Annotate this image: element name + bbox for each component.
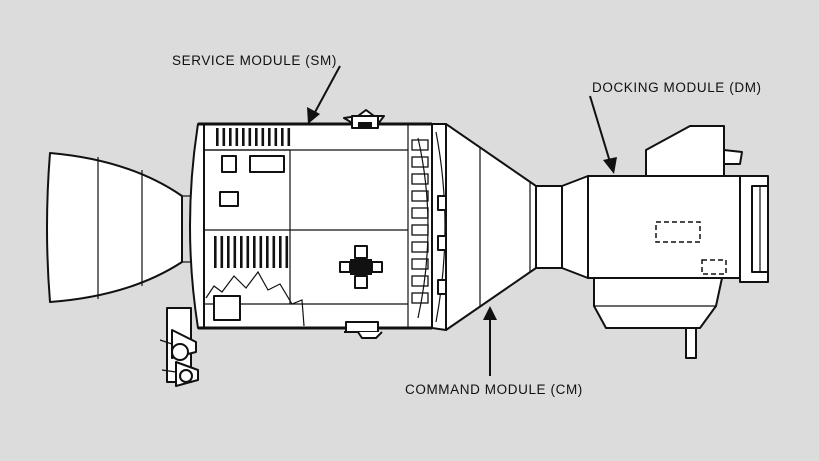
- radiator-fin: [222, 128, 226, 146]
- radiator-fin: [233, 236, 237, 268]
- radiator-fins-upper: [216, 128, 291, 146]
- radiator-fins-right: [411, 139, 429, 304]
- radiator-fin: [268, 128, 271, 146]
- radiator-fin: [248, 128, 252, 146]
- service-module-label: SERVICE MODULE (SM): [172, 53, 337, 68]
- radiator-fin: [240, 236, 243, 268]
- radiator-fin: [261, 128, 265, 146]
- radiator-fin: [235, 128, 239, 146]
- sm-pointer-arrow: [307, 65, 341, 124]
- radiator-fin: [246, 236, 250, 268]
- command-module: [417, 123, 537, 331]
- radiator-panel: [411, 275, 429, 287]
- radiator-fin: [227, 236, 230, 268]
- radiator-panel: [411, 173, 429, 185]
- radiator-panel: [411, 258, 429, 270]
- service-module-body: [189, 122, 433, 330]
- radiator-fin: [229, 128, 232, 146]
- radiator-panel: [411, 190, 429, 202]
- radiator-panel: [411, 156, 429, 168]
- docking-module-label: DOCKING MODULE (DM): [592, 80, 762, 95]
- thruster-assembly: [159, 307, 199, 387]
- radiator-fin: [272, 236, 276, 268]
- cm-pointer-arrow: [483, 306, 497, 376]
- radiator-fin: [279, 236, 282, 268]
- rcs-quad-side: [339, 245, 383, 289]
- rcs-quad-top: [343, 109, 385, 129]
- radiator-fin: [281, 128, 284, 146]
- command-module-label: COMMAND MODULE (CM): [405, 382, 583, 397]
- dm-pointer-arrow: [589, 95, 617, 174]
- radiator-fin: [220, 236, 224, 268]
- radiator-fin: [259, 236, 263, 268]
- radiator-fin: [287, 128, 291, 146]
- radiator-fin: [285, 236, 289, 268]
- radiator-fin: [242, 128, 245, 146]
- radiator-fin: [274, 128, 278, 146]
- radiator-fin: [253, 236, 256, 268]
- radiator-fins-lower: [214, 236, 289, 268]
- radiator-fin: [266, 236, 269, 268]
- radiator-panel: [411, 292, 429, 304]
- engine-nozzle: [46, 152, 190, 303]
- radiator-fin: [216, 128, 219, 146]
- radiator-fin: [214, 236, 217, 268]
- docking-module: [535, 125, 769, 359]
- radiator-fin: [255, 128, 258, 146]
- rcs-quad-bottom: [344, 321, 383, 339]
